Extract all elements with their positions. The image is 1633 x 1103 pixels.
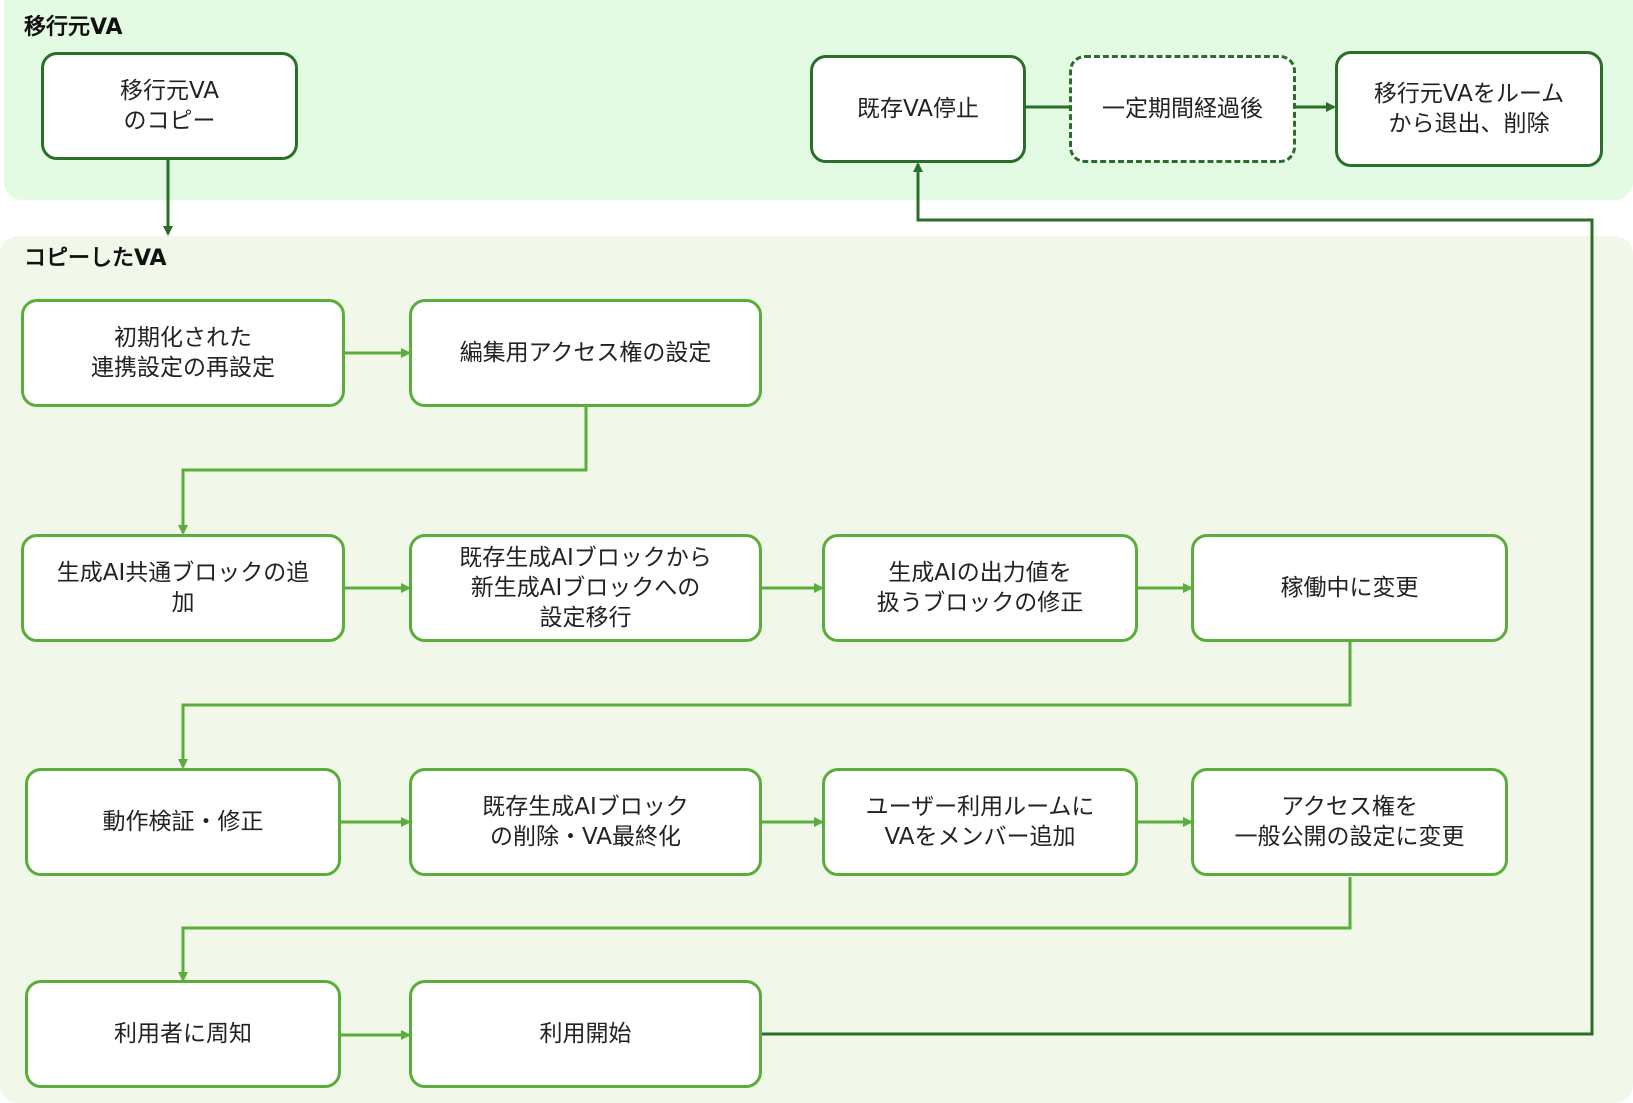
node-stop-existing[interactable]: 既存VA停止 [810, 55, 1026, 163]
node-verify-fix[interactable]: 動作検証・修正 [25, 768, 341, 876]
node-copy-source[interactable]: 移行元VA のコピー [41, 52, 298, 160]
node-set-active[interactable]: 稼働中に変更 [1191, 534, 1508, 642]
node-add-member[interactable]: ユーザー利用ルームに VAをメンバー追加 [822, 768, 1138, 876]
node-after-period[interactable]: 一定期間経過後 [1069, 55, 1296, 163]
node-notify-users[interactable]: 利用者に周知 [25, 980, 341, 1088]
node-exit-delete[interactable]: 移行元VAをルーム から退出、削除 [1335, 51, 1603, 167]
node-add-common-block[interactable]: 生成AI共通ブロックの追 加 [21, 534, 345, 642]
node-delete-finalize[interactable]: 既存生成AIブロック の削除・VA最終化 [409, 768, 762, 876]
lane-title-source: 移行元VA [24, 15, 123, 40]
node-reset-integration[interactable]: 初期化された 連携設定の再設定 [21, 299, 345, 407]
lane-title-copy: コピーしたVA [24, 246, 167, 271]
node-fix-output-blocks[interactable]: 生成AIの出力値を 扱うブロックの修正 [822, 534, 1138, 642]
node-edit-access[interactable]: 編集用アクセス権の設定 [409, 299, 762, 407]
node-migrate-settings[interactable]: 既存生成AIブロックから 新生成AIブロックへの 設定移行 [409, 534, 762, 642]
node-public-access[interactable]: アクセス権を 一般公開の設定に変更 [1191, 768, 1508, 876]
node-start-use[interactable]: 利用開始 [409, 980, 762, 1088]
